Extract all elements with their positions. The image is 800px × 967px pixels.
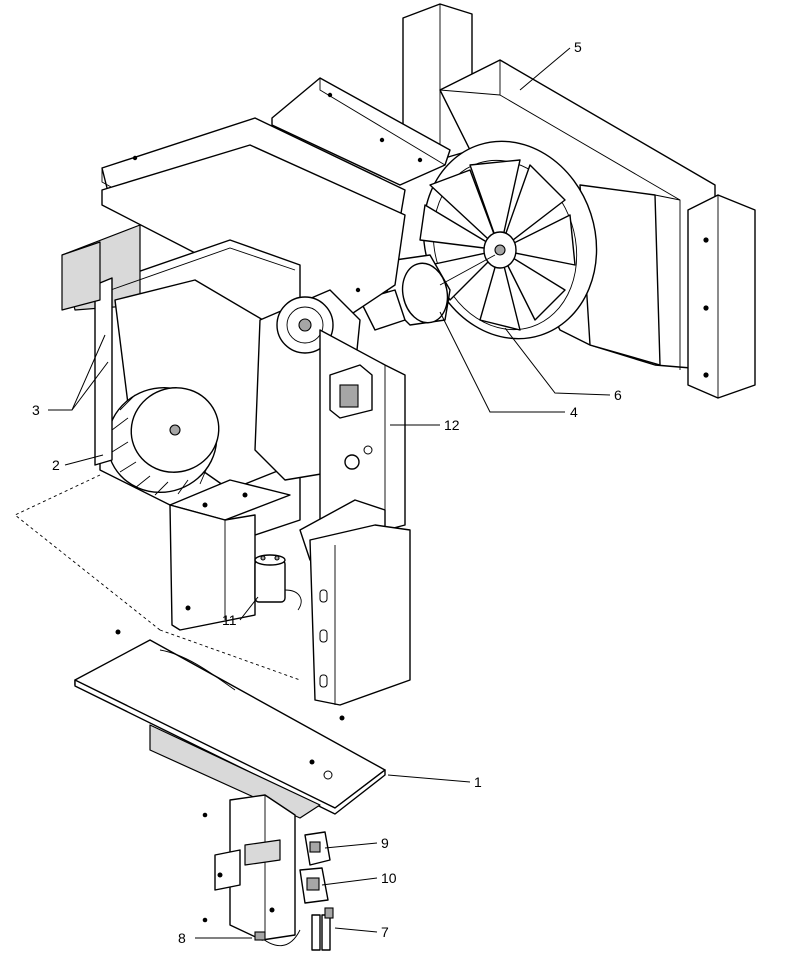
callout-3: 3 — [32, 402, 40, 418]
alignment-lines — [14, 474, 301, 681]
callout-2: 2 — [52, 457, 60, 473]
callout-5: 5 — [574, 39, 582, 55]
callout-6: 6 — [614, 387, 622, 403]
selector-switch — [304, 831, 331, 866]
callout-1: 1 — [474, 774, 482, 790]
callout-10: 10 — [381, 870, 397, 886]
control-panel — [299, 329, 406, 561]
switch-bracket — [202, 794, 296, 941]
callout-7: 7 — [381, 924, 389, 940]
callout-4: 4 — [570, 404, 578, 420]
callout-9: 9 — [381, 835, 389, 851]
callout-labels: 1 2 3 4 5 6 7 8 9 10 11 12 — [32, 39, 622, 946]
wire-harness — [254, 929, 301, 947]
thermistor-heater — [311, 907, 334, 951]
callout-11: 11 — [222, 612, 237, 628]
thermostat — [299, 867, 329, 904]
front-control-bracket — [309, 524, 411, 721]
base-pan — [74, 629, 386, 819]
capacitor — [254, 554, 302, 611]
callout-12: 12 — [444, 417, 460, 433]
left-side-panel — [61, 241, 113, 466]
capacitor-bracket — [169, 479, 291, 631]
leader-lines — [48, 47, 611, 939]
top-cover — [101, 77, 451, 326]
callout-8: 8 — [178, 930, 186, 946]
blower-wheel — [106, 386, 220, 496]
